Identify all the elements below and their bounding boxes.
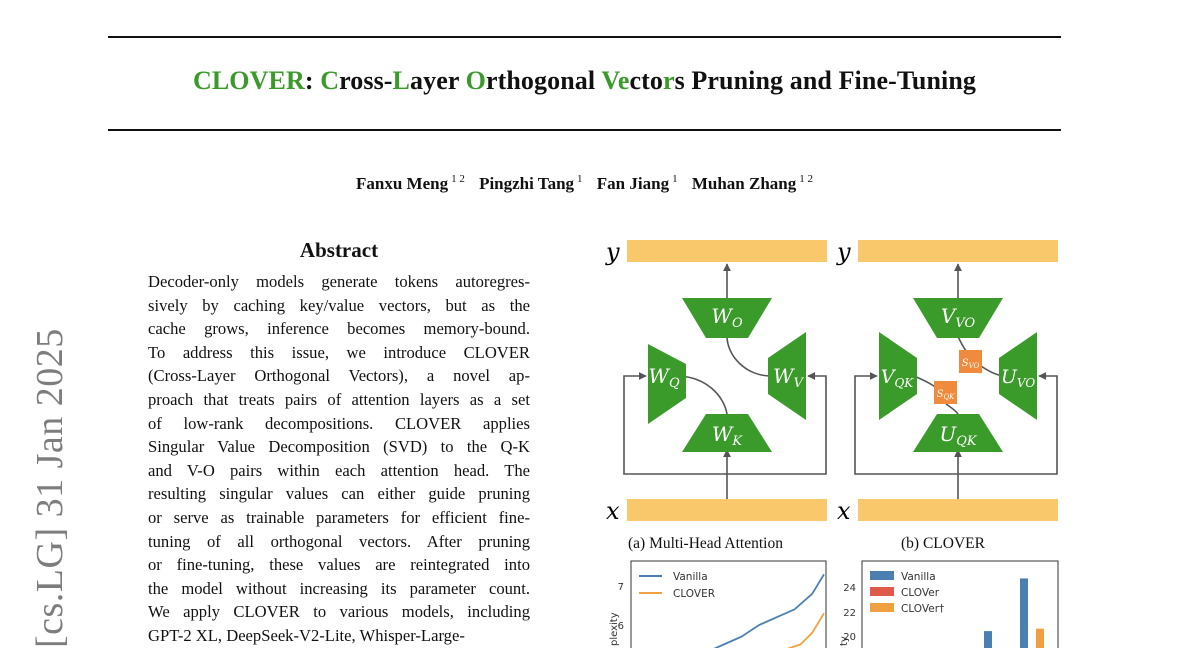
output-y-label: y — [605, 238, 620, 266]
abstract-line: proach that treats pairs of attention la… — [148, 389, 530, 409]
abstract-line: and V-O pairs within each attention head… — [148, 460, 530, 480]
wo-block — [682, 298, 772, 338]
abstract-line: To address this issue, we introduce CLOV… — [148, 342, 530, 362]
panel-b-clover: y x VVO VQK UVO UQK SVO SQK — [836, 238, 1058, 525]
y-tick-label: 20 — [843, 632, 856, 643]
abstract-line: (Cross-Layer Orthogonal Vectors), a nove… — [148, 366, 530, 386]
wo-label: WO — [711, 304, 743, 331]
legend-swatch-clover-dagger — [870, 603, 894, 612]
legend-label-vanilla: Vanilla — [901, 571, 936, 583]
caption-b: (b) CLOVER — [901, 535, 985, 552]
abstract-line: cache grows, inference becomes memory-bo… — [148, 319, 530, 339]
uvo-label: UVO — [1001, 366, 1035, 390]
y-axis-label: ty — [839, 636, 850, 646]
vvo-label: VVO — [941, 304, 976, 331]
vo-link-2 — [980, 365, 1003, 377]
y-tick-label: 22 — [843, 608, 856, 619]
abstract-line: tuning of all orthogonal vectors. After … — [148, 531, 530, 551]
abstract-line: or fine-tuning, these values are reinteg… — [148, 555, 530, 575]
output-y-label: y — [836, 238, 851, 266]
s-vo-block — [959, 350, 982, 373]
wk-block — [682, 414, 772, 452]
s-qk-label: SQK — [937, 389, 956, 401]
wv-block — [768, 332, 806, 420]
line-chart-frame — [630, 560, 827, 648]
vo-arrow — [958, 372, 1058, 475]
q-arrow — [623, 372, 727, 475]
perplexity-line-chart: 7 6 plexity Vanilla CLOVER — [609, 560, 827, 648]
wq-block — [648, 344, 686, 424]
legend-swatch-clover — [870, 587, 894, 596]
s-qk-block — [934, 381, 957, 404]
abstract-line: or serve as trainable parameters for eff… — [148, 507, 530, 527]
y-tick-label: 7 — [618, 582, 624, 593]
uqk-label: UQK — [939, 422, 978, 449]
vqk-label: VQK — [881, 366, 915, 390]
input-x-label: x — [606, 497, 620, 525]
figure-1: y x WO WQ WV WK y x — [596, 226, 1076, 648]
clover-line — [786, 612, 825, 648]
y-tick-label: 6 — [618, 621, 624, 632]
abstract-line: sively by caching key/value vectors, but… — [148, 295, 530, 315]
vqk-block — [879, 332, 917, 420]
output-bar — [627, 240, 827, 262]
output-bar — [858, 240, 1058, 262]
s-vo-label: SVO — [962, 358, 980, 370]
bar-chart-frame — [861, 560, 1059, 648]
bottom-rule — [108, 129, 1061, 131]
uqk-block — [913, 414, 1003, 452]
arxiv-stamp: [cs.LG] 31 Jan 2025 — [29, 328, 71, 648]
caption-a: (a) Multi-Head Attention — [628, 535, 783, 552]
abstract-heading: Abstract — [299, 238, 379, 262]
bar-marks — [984, 578, 1044, 648]
bar-vanilla-1 — [1020, 578, 1028, 648]
abstract-line: resulting singular values can either gui… — [148, 484, 530, 504]
wq-label: WQ — [648, 364, 680, 391]
paper-title: CLOVER: Cross-Layer Orthogonal Vectors P… — [192, 66, 976, 95]
abstract-line: Singular Value Decomposition (SVD) to th… — [148, 437, 530, 457]
legend-label-clover: CLOVer — [901, 587, 940, 599]
ov-link — [726, 335, 772, 377]
input-bar — [858, 499, 1058, 521]
abstract-line: GPT-2 XL, DeepSeek-V2-Lite, Whisper-Larg… — [148, 625, 465, 645]
legend-swatch-vanilla — [870, 571, 894, 580]
wk-label: WK — [712, 422, 744, 449]
architecture-diagram: y x WO WQ WV WK y x — [605, 238, 1059, 648]
abstract-line: of low-rank decompositions. CLOVER appli… — [148, 413, 530, 433]
top-rule — [108, 36, 1061, 38]
bar-clover-1 — [1036, 628, 1044, 648]
qk-link-2 — [945, 403, 959, 415]
abstract-line: We apply CLOVER to various models, inclu… — [148, 602, 530, 622]
input-x-label: x — [837, 497, 851, 525]
v-arrow — [727, 372, 827, 475]
qk-arrow — [854, 372, 958, 475]
uvo-block — [999, 332, 1037, 420]
abstract-body: Decoder-only models generate tokens auto… — [148, 270, 530, 648]
y-tick-label: 24 — [843, 583, 856, 594]
y-axis-label: plexity — [609, 612, 620, 646]
perplexity-bar-chart: 24 22 20 ty Vanilla CLOVer CLOVer† — [839, 560, 1059, 648]
legend-label-clover: CLOVER — [673, 588, 715, 600]
legend-label-clover-dagger: CLOVer† — [901, 603, 944, 615]
panel-a-multi-head-attention: y x WO WQ WV WK — [605, 238, 827, 525]
vanilla-line — [713, 573, 825, 648]
input-bar — [627, 499, 827, 521]
wv-label: WV — [773, 364, 805, 391]
vvo-block — [913, 298, 1003, 338]
legend-label-vanilla: Vanilla — [673, 571, 708, 583]
abstract-line: the model without increasing its paramet… — [148, 578, 530, 598]
abstract-line: Decoder-only models generate tokens auto… — [148, 272, 530, 291]
bar-vanilla-0 — [984, 631, 992, 648]
